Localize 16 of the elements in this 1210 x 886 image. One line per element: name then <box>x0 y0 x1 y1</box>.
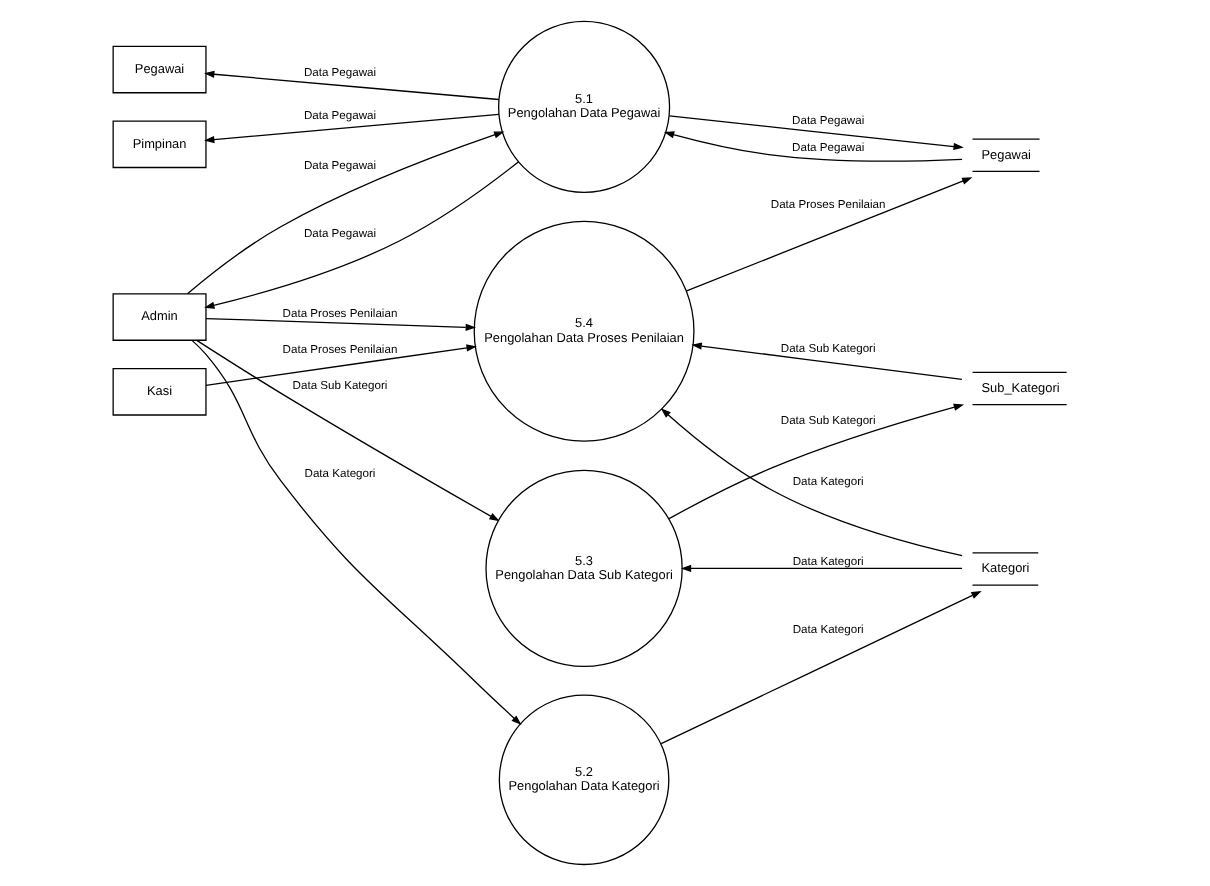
arrow <box>690 342 962 380</box>
arrow <box>685 177 972 292</box>
arrow <box>667 115 963 151</box>
arrow <box>679 564 962 572</box>
arrow <box>203 161 519 309</box>
arrow <box>204 344 476 386</box>
arrow <box>190 340 521 726</box>
arrow <box>203 113 499 144</box>
arrow <box>659 591 981 745</box>
arrow <box>662 131 962 162</box>
arrow <box>185 131 504 295</box>
arrow <box>659 408 962 557</box>
arrow <box>195 339 499 522</box>
arrow <box>204 317 475 331</box>
arrow <box>667 403 964 520</box>
arrow <box>203 70 499 101</box>
